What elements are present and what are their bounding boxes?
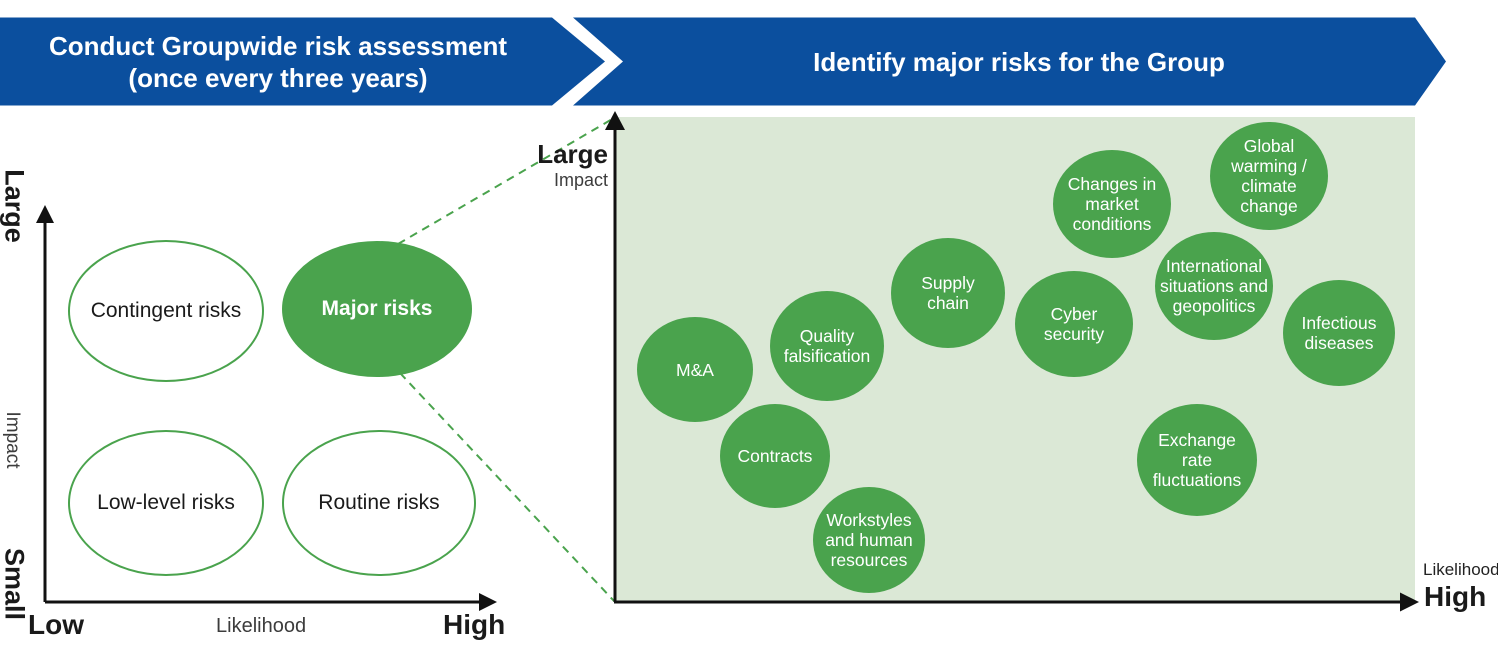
risk-bubble-contracts: Contracts [720,404,830,508]
banner-right-label: Identify major risks for the Group [813,46,1225,77]
matrix-y-axis-top-label: Large [0,169,30,243]
risk-bubble-exchange-rate: Exchange rate fluctuations [1137,404,1257,516]
matrix-y-axis-label: Impact [2,411,23,469]
quadrant-contingent-risks: Contingent risks [68,240,264,382]
risk-bubble-global-warming: Global warming / climate change [1210,122,1328,230]
risk-bubble-ma: M&A [637,317,753,422]
quadrant-label: Contingent risks [90,299,242,322]
panel-y-axis-arrowhead [605,111,625,130]
risk-bubble-label: Supply chain [921,273,975,313]
risk-bubble-supply-chain: Supply chain [891,238,1005,348]
quadrant-major-risks: Major risks [282,241,472,377]
risk-bubble-label: Contracts [737,446,813,466]
matrix-x-axis-left-label: Low [28,609,84,640]
banner-conduct-risk-assessment: Conduct Groupwide risk assessment (once … [0,17,556,106]
risk-bubble-label: Exchange rate fluctuations [1152,430,1242,490]
risk-bubble-market-conditions: Changes in market conditions [1053,150,1171,258]
quadrant-label: Major risks [321,297,433,320]
quadrant-label: Low-level risks [97,491,235,514]
risk-bubble-international-situations: International situations and geopolitics [1155,232,1273,340]
risk-bubble-label: Workstyles and human resources [825,510,913,570]
risk-bubble-infectious-diseases: Infectious diseases [1283,280,1395,386]
risk-bubble-label: Global warming / climate change [1231,136,1307,216]
matrix-x-axis-label: Likelihood [216,615,307,637]
banner-left-shape [0,17,605,106]
zoom-line-bottom [399,372,615,602]
risk-bubble-label: Quality falsification [783,326,871,366]
quadrant-routine-risks: Routine risks [282,430,476,576]
risk-bubble-label: Infectious diseases [1301,313,1377,353]
panel-y-axis-label: Impact [553,170,608,190]
risk-bubble-label: M&A [676,359,714,380]
panel-y-axis-top-label: Large [537,139,608,169]
matrix-x-axis-arrowhead [479,593,497,611]
risk-bubble-quality-falsification: Quality falsification [770,291,884,401]
risk-bubble-label: Cyber security [1043,304,1105,344]
panel-x-axis-label: Likelihood [1423,560,1498,579]
banner-identify-major-risks: Identify major risks for the Group [623,17,1415,106]
panel-x-axis-arrowhead [1400,592,1419,612]
matrix-y-axis-arrowhead [36,205,54,223]
risk-bubble-label: Changes in market conditions [1067,174,1157,234]
quadrant-label: Routine risks [318,491,440,514]
risk-bubble-cyber-security: Cyber security [1015,271,1133,377]
banner-left-line1: Conduct Groupwide risk assessment [48,30,507,61]
risk-bubble-label: International situations and geopolitics [1160,256,1268,316]
quadrant-low-level-risks: Low-level risks [68,430,264,576]
banner-right-shape [573,17,1446,106]
matrix-y-axis-bottom-label: Small [0,547,30,621]
panel-x-axis-right-label: High [1424,581,1487,612]
banner-left-line2: (once every three years) [128,62,428,93]
matrix-x-axis-right-label: High [443,609,506,640]
risk-bubble-workstyles-human-resources: Workstyles and human resources [813,487,925,593]
